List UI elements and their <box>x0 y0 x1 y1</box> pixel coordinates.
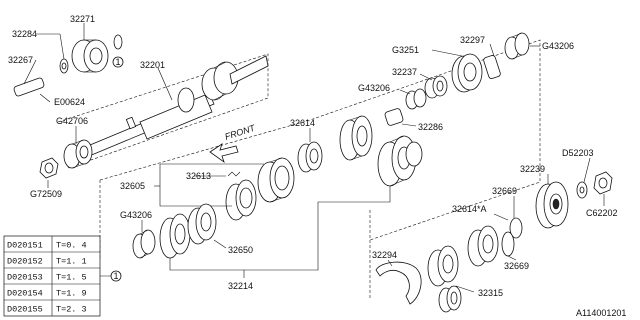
label-32286: 32286 <box>418 122 443 132</box>
spring-32613 <box>227 171 241 177</box>
gear-cluster-32214 <box>339 115 423 187</box>
label-g43206-top: G43206 <box>542 41 574 51</box>
gear-32239 <box>535 181 569 229</box>
label-e00624: E00624 <box>54 97 85 107</box>
label-32271: 32271 <box>70 14 95 24</box>
shim-table: D020151 T=0. 4 D020152 T=1. 1 D020153 T=1. 5 D… <box>3 235 101 317</box>
label-g43206-mid: G43206 <box>358 83 390 93</box>
label-32613: 32613 <box>186 171 211 181</box>
label-g72509: G72509 <box>30 189 62 199</box>
shim-part-number: D020151 <box>7 241 43 251</box>
mainshaft-32201 <box>77 55 269 160</box>
label-32614: 32614 <box>290 118 315 128</box>
shim-part-number: D020155 <box>7 305 43 315</box>
label-32605: 32605 <box>120 181 145 191</box>
front-label: FRONT <box>224 122 258 142</box>
gear-32271 <box>71 39 109 73</box>
label-g43206-left: G43206 <box>120 210 152 220</box>
shim-thickness: T=1. 1 <box>56 257 87 267</box>
shim-thickness: T=0. 4 <box>56 241 87 251</box>
circle-ref-1-table: 1 <box>110 270 122 282</box>
shim-thickness: T=1. 5 <box>56 273 87 283</box>
bearing-g43206-top <box>504 32 530 60</box>
gear-32614a <box>467 225 499 267</box>
gear-32614 <box>297 141 323 173</box>
shim-part-number: D020152 <box>7 257 43 267</box>
gear-32650-a <box>159 213 191 259</box>
input-pin-32267 <box>13 77 51 103</box>
label-32237: 32237 <box>392 67 417 77</box>
label-g3251: G3251 <box>392 45 419 55</box>
circle-ref-label: 1 <box>116 57 121 67</box>
label-32201: 32201 <box>140 60 165 70</box>
sleeve-32613 <box>225 179 257 221</box>
mainshaft-outline <box>57 53 269 169</box>
label-32669-b: 32669 <box>504 261 529 271</box>
label-32315: 32315 <box>478 288 503 298</box>
shim-part-number: D020154 <box>7 289 43 299</box>
front-arrow-icon <box>209 143 239 164</box>
bearing-g43206-mid <box>405 88 427 110</box>
nut-c62202 <box>593 171 613 195</box>
bearing-g42706 <box>63 139 93 169</box>
diagram-id: A114001201 <box>576 308 626 318</box>
snap-ring-small <box>113 34 123 50</box>
countershaft-outline <box>99 39 541 241</box>
synchro-hub-32605 <box>257 157 295 203</box>
gear-32650-b <box>187 203 217 245</box>
sleeve-32286 <box>384 108 404 126</box>
reverse-gear-32315 <box>427 245 462 313</box>
label-32214: 32214 <box>228 281 253 291</box>
label-32669-a: 32669 <box>492 186 517 196</box>
collar-32297 <box>483 55 501 79</box>
washer-d52203 <box>576 181 588 199</box>
shim-thickness: T=1. 9 <box>56 289 87 299</box>
washer-32284 <box>59 58 69 74</box>
label-32650: 32650 <box>228 245 253 255</box>
bearing-g43206-left <box>132 229 156 259</box>
label-32284: 32284 <box>12 29 37 39</box>
label-32614a: 32614*A <box>452 204 487 214</box>
label-d52203: D52203 <box>562 148 594 158</box>
bearing-32237 <box>424 75 448 99</box>
label-g42706: G42706 <box>56 116 88 126</box>
label-32294: 32294 <box>372 250 397 260</box>
label-32297: 32297 <box>460 35 485 45</box>
synchro-ring-32669-a <box>509 217 523 239</box>
synchro-ring-32669-b <box>501 231 515 257</box>
label-32267: 32267 <box>8 55 33 65</box>
label-c62202: C62202 <box>586 208 618 218</box>
nut-g72509 <box>39 157 59 179</box>
circle-ref-1-top: 1 <box>112 56 124 68</box>
reverse-arm-32294 <box>375 261 422 305</box>
circle-ref-label: 1 <box>114 271 119 281</box>
label-32239: 32239 <box>520 164 545 174</box>
bearing-g3251 <box>451 53 483 93</box>
shim-part-number: D020153 <box>7 273 43 283</box>
shim-thickness: T=2. 3 <box>56 305 87 315</box>
